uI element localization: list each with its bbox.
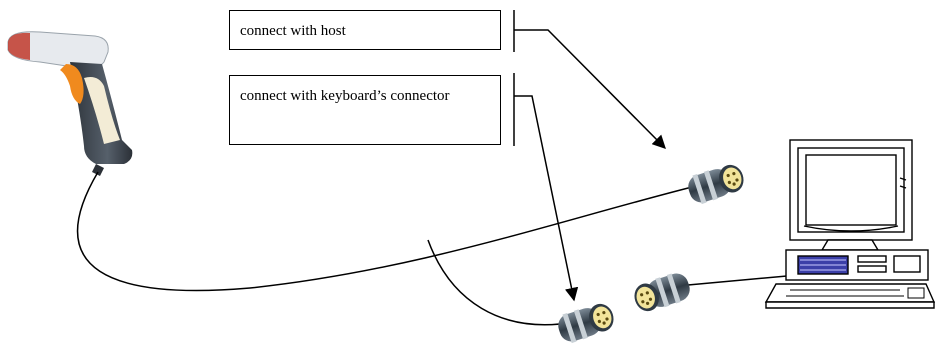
callout-connect-keyboard-text: connect with keyboard’s connector bbox=[240, 88, 450, 104]
ps2-connector-icon bbox=[558, 303, 614, 344]
branch-cable bbox=[427, 239, 576, 326]
callout-host-bracket bbox=[513, 10, 666, 149]
desktop-computer-icon bbox=[764, 139, 936, 309]
keyboard-cable bbox=[687, 274, 799, 286]
callout-connect-keyboard: connect with keyboard’s connector bbox=[229, 75, 501, 145]
barcode-scanner-icon bbox=[7, 31, 133, 176]
ps2-connector-icon bbox=[688, 164, 744, 205]
scanner-cable bbox=[76, 171, 701, 292]
callout-connect-host-text: connect with host bbox=[240, 23, 346, 39]
callout-keyboard-bracket bbox=[513, 73, 579, 302]
ps2-connector-icon bbox=[634, 273, 690, 312]
callout-connect-host: connect with host bbox=[229, 10, 501, 50]
